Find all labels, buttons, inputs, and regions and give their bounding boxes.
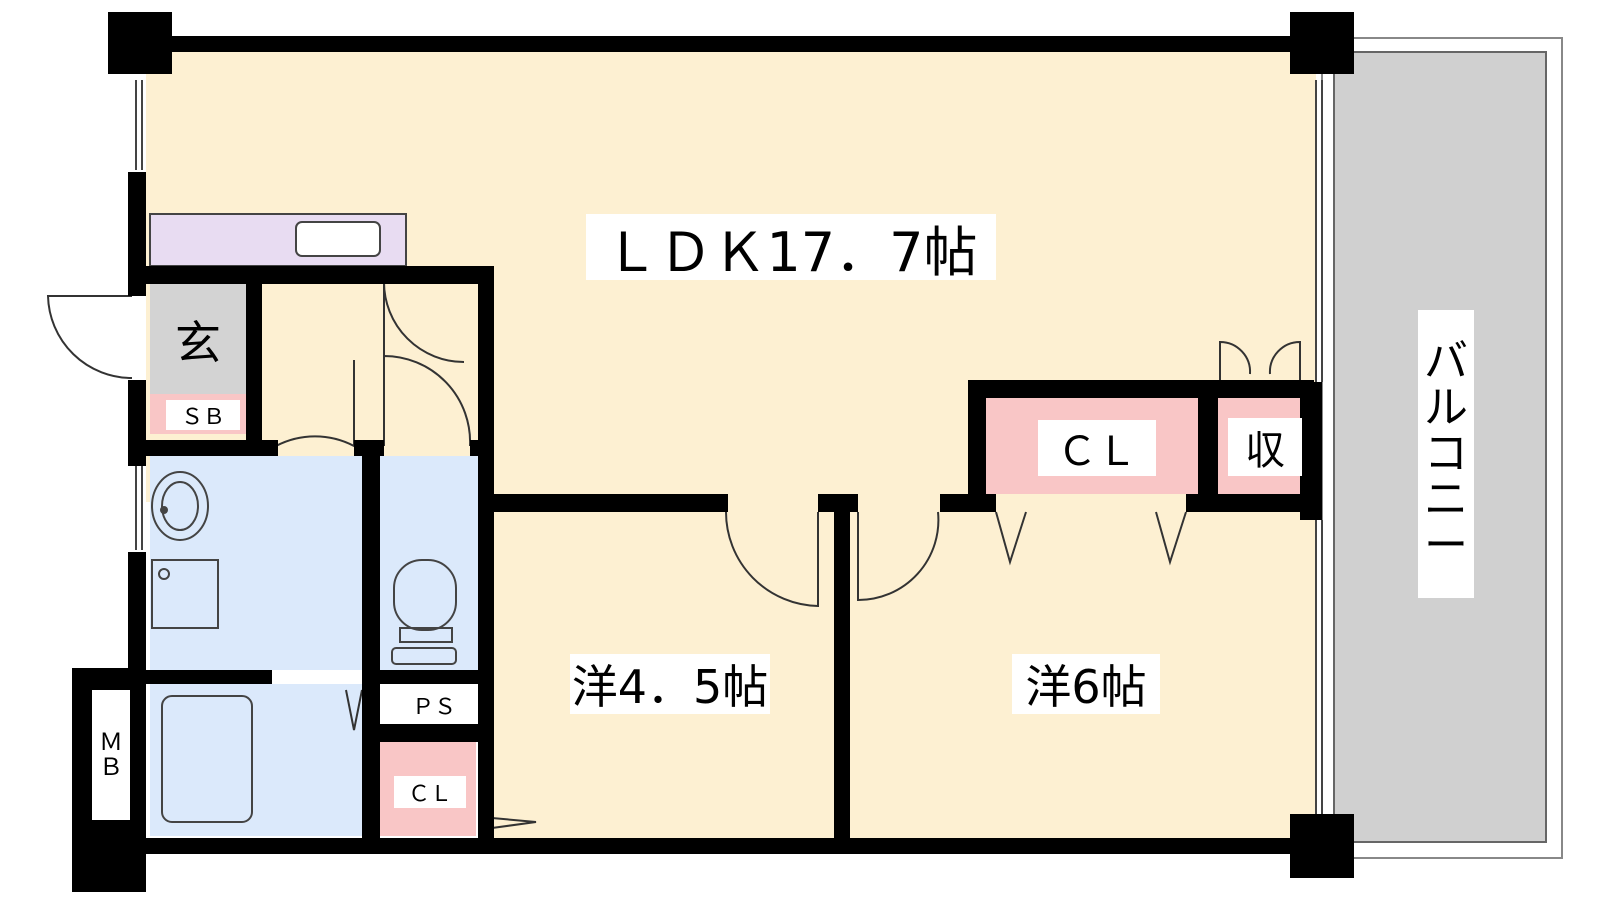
entrance-door-icon <box>46 295 133 379</box>
pipe-space-label: ＰＳ <box>392 690 476 720</box>
fixtures <box>151 471 457 823</box>
doors <box>46 281 1301 829</box>
storage-label: 収 <box>1228 418 1302 476</box>
bathtub-icon <box>161 695 253 823</box>
closet-small-label: ＣＬ <box>394 776 466 808</box>
genkan-floor <box>150 284 246 394</box>
western-large-label: 洋6帖 <box>1012 654 1160 714</box>
balcony-char: ニ <box>1424 474 1468 526</box>
meter-box-area <box>92 690 130 820</box>
closet-main-label: ＣＬ <box>1038 420 1156 476</box>
meter-box-label: Ｍ Ｂ <box>92 710 130 800</box>
kitchen-counter <box>149 213 407 267</box>
balcony-area <box>1321 37 1563 859</box>
balcony-char: ル <box>1424 381 1468 433</box>
meter-box-char: Ｂ <box>99 753 123 781</box>
balcony-char: バ <box>1424 335 1468 387</box>
balcony-label: バ ル コ ニ ー <box>1418 310 1474 598</box>
washing-machine-icon <box>151 559 219 629</box>
genkan-label: 玄 <box>175 316 221 370</box>
washbasin-icon <box>151 471 209 541</box>
toilet-icon <box>393 559 457 631</box>
hall-floor <box>262 282 478 454</box>
balcony-char: コ <box>1424 427 1468 479</box>
shoe-box-label: ＳＢ <box>166 400 240 430</box>
bathroom-floor <box>150 684 362 836</box>
ldk-label: ＬＤＫ17．7帖 <box>586 214 996 284</box>
balcony-char: ー <box>1424 520 1468 572</box>
windows <box>135 80 1323 820</box>
western-small-label: 洋4．5帖 <box>570 654 770 714</box>
walls <box>72 12 1354 892</box>
washroom-floor <box>150 456 362 670</box>
meter-box-char: Ｍ <box>99 727 123 756</box>
toilet-floor <box>380 456 478 670</box>
